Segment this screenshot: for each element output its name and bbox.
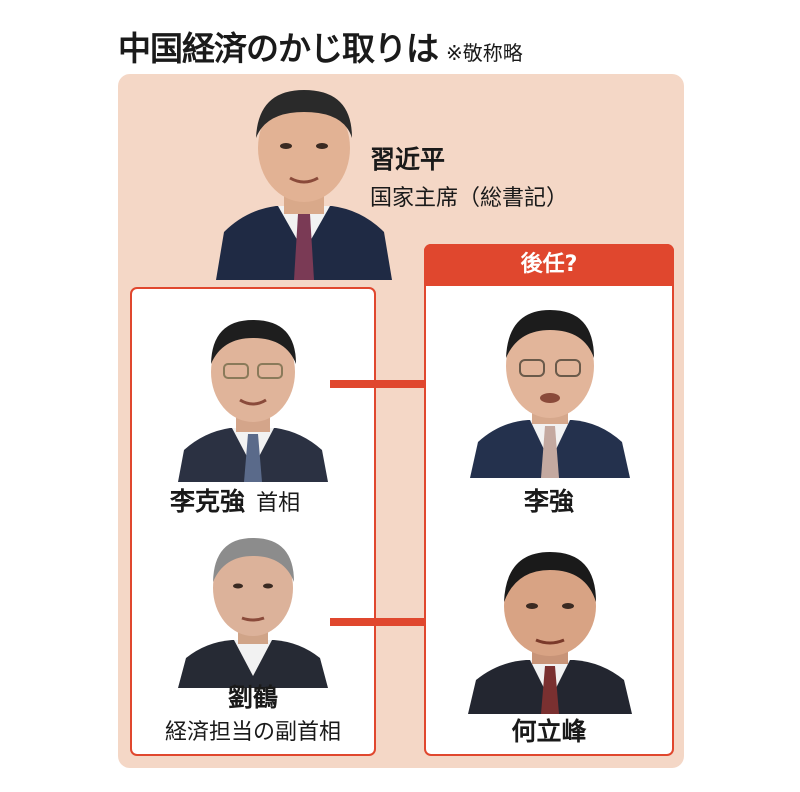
top-person-name: 習近平 <box>370 145 446 174</box>
successor-2-name: 何立峰 <box>511 717 587 746</box>
successor-2-label: 何立峰 <box>424 712 674 748</box>
portrait-xi-jinping <box>216 82 392 280</box>
current-person-1-label: 李克強 首相 <box>170 482 300 518</box>
header: 中国経済のかじ取りは ※敬称略 <box>118 26 523 70</box>
portrait-li-keqiang <box>178 300 328 482</box>
current-person-2-label: 劉鶴 経済担当の副首相 <box>130 678 376 746</box>
current-person-2-name: 劉鶴 <box>227 683 278 712</box>
portrait-he-lifeng <box>468 544 632 714</box>
portrait-li-qiang <box>470 302 630 478</box>
top-person-label: 習近平 国家主席（総書記） <box>370 140 568 212</box>
successor-header: 後任? <box>424 244 674 286</box>
successor-1-label: 李強 <box>424 482 674 518</box>
current-person-2-role: 経済担当の副首相 <box>164 720 341 745</box>
portrait-liu-he <box>178 526 328 688</box>
top-person-role: 国家主席（総書記） <box>370 186 569 211</box>
chart-title: 中国経済のかじ取りは <box>118 29 439 68</box>
current-person-1-name: 李克強 <box>170 487 246 516</box>
title-note: ※敬称略 <box>446 41 523 65</box>
current-person-1-role: 首相 <box>256 491 301 516</box>
successor-1-name: 李強 <box>523 487 574 516</box>
